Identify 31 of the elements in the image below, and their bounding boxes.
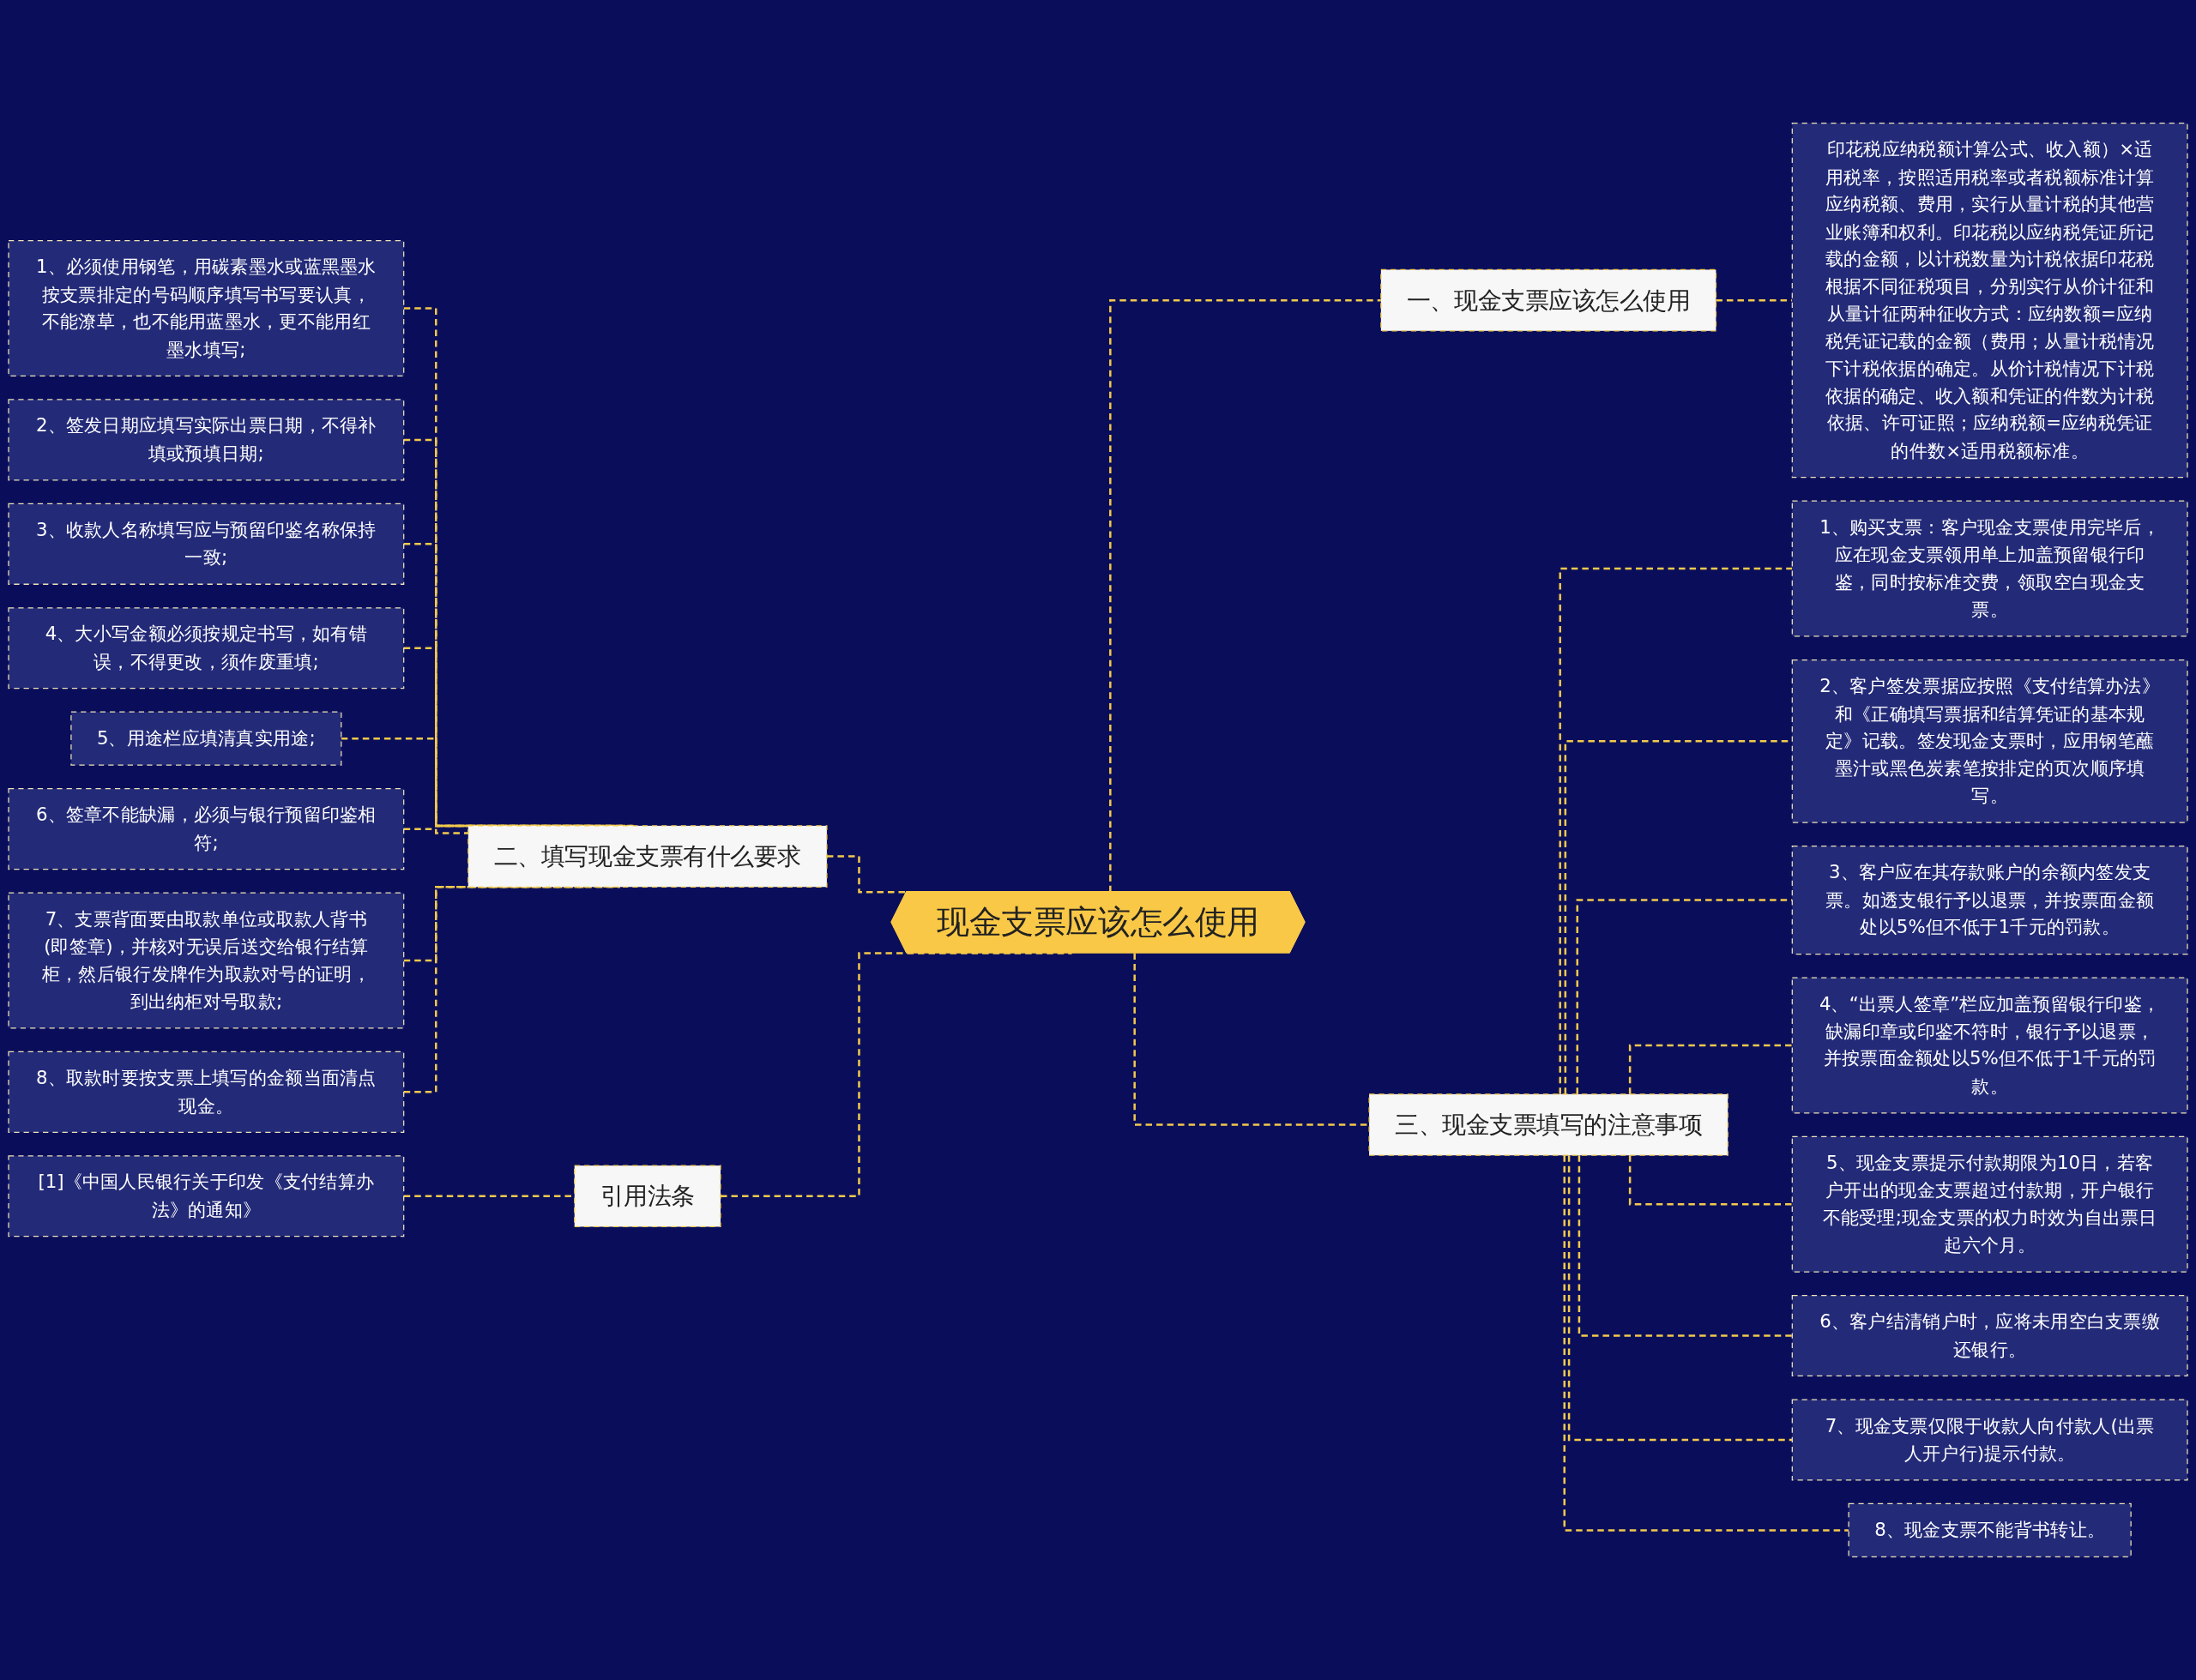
node-box: 引用法条 — [574, 1165, 721, 1228]
node-box: 7、支票背面要由取款单位或取款人背书(即签章)，并核对无误后送交给银行结算柜，然后银行发牌作为取款对号的证明，到出纳柜对号取款; — [8, 892, 405, 1029]
node-box: 4、“出票人签章”栏应加盖预留银行印鉴，缺漏印章或印鉴不符时，银行予以退票，并按票面金额处以5%但不低于1千元的罚款。 — [1791, 977, 2188, 1114]
node-box: 6、客户结清销户时，应将未用空白支票缴还银行。 — [1791, 1294, 2188, 1377]
node-box: 8、现金支票不能背书转让。 — [1848, 1502, 2132, 1558]
connector — [1559, 567, 1793, 1094]
connector — [1109, 298, 1381, 893]
node-box: 1、必须使用钢笔，用碳素墨水或蓝黑墨水按支票排定的号码顺序填写书写要认真，不能潦草，也不能用蓝墨水，更不能用红墨水填写; — [8, 240, 405, 376]
node-box: 8、取款时要按支票上填写的金额当面清点现金。 — [8, 1051, 405, 1133]
node-box: 7、现金支票仅限于收款人向付款人(出票人开户行)提示付款。 — [1791, 1399, 2188, 1481]
node-box: 印花税应纳税额计算公式、收入额）×适用税率，按照适用税率或者税额标准计算应纳税额、费用，实行从量计税的其他营业账簿和权利。印花税以应纳税凭证所记载的金额，以计税数量为计税依据印花税根据不同征税项目，分别实行从价计征和从量计征两种征收方式：应纳数额=应纳税凭证记载的金额（费用；从量计税情况下计税依据的确定。从价计税情况下计税依据的确定、收入额和凭证的件数为计税依据、许可证照；应纳税额=应纳税凭证的件数×适用税额标准。 — [1791, 122, 2188, 479]
node-box: 2、签发日期应填写实际出票日期，不得补填或预填日期; — [8, 399, 405, 481]
node-box: 5、用途栏应填清真实用途; — [70, 711, 342, 766]
node-box: 6、签章不能缺漏，必须与银行预留印鉴相符; — [8, 788, 405, 870]
node-box: 4、大小写金额必须按规定书写，如有错误，不得更改，须作废重填; — [8, 607, 405, 689]
node-box: 1、购买支票：客户现金支票使用完毕后，应在现金支票领用单上加盖预留银行印鉴，同时按标准交费，领取空白现金支票。 — [1791, 500, 2188, 637]
node-box: 一、现金支票应该怎么使用 — [1380, 268, 1717, 332]
node-box: [1]《中国人民银行关于印发《支付结算办法》的通知》 — [8, 1155, 405, 1237]
connector — [1576, 899, 1793, 1094]
connector — [1563, 1155, 1849, 1532]
node-box: 2、客户签发票据应按照《支付结算办法》和《正确填写票据和结算凭证的基本规定》记载。签发现金支票时，应用钢笔蘸墨汁或黑色炭素笔按排定的页次顺序填写。 — [1791, 659, 2188, 823]
connector — [1564, 740, 1793, 1094]
connector — [1567, 1155, 1793, 1442]
connector — [1578, 1155, 1793, 1337]
connector — [1628, 1155, 1793, 1206]
node-box: 3、客户应在其存款账户的余额内签发支票。如透支银行予以退票，并按票面金额处以5%但不低于1千元的罚款。 — [1791, 846, 2188, 955]
node-box: 三、现金支票填写的注意事项 — [1368, 1093, 1728, 1156]
node-box: 3、收款人名称填写应与预留印鉴名称保持一致; — [8, 503, 405, 585]
connector — [1628, 1044, 1793, 1094]
node-box: 5、现金支票提示付款期限为10日，若客户开出的现金支票超过付款期，开户银行不能受理;现金支票的权力时效为自出票日起六个月。 — [1791, 1135, 2188, 1273]
node-box: 二、填写现金支票有什么要求 — [468, 825, 828, 888]
